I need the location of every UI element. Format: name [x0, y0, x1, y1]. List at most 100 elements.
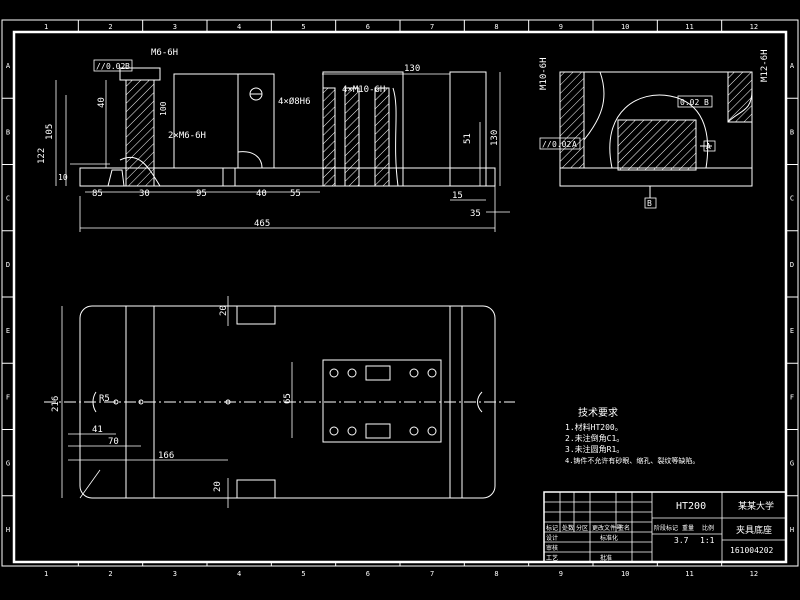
zone-column-label: 2 — [108, 570, 112, 578]
dimension: 122 — [37, 148, 47, 164]
gdt-frame: // 0.02 A — [539, 137, 581, 150]
svg-text:B: B — [647, 199, 652, 208]
hole-label: 4×Ø8H6 — [278, 96, 311, 107]
gdt-frame: 0.02 B — [677, 95, 713, 108]
svg-text:设计: 设计 — [546, 534, 558, 542]
zone-column-label: 8 — [494, 570, 498, 578]
dimension: 130 — [490, 130, 500, 146]
zone-row-label: H — [790, 526, 794, 534]
title-block-text: HT200 某某大学 夹具底座 161004202 3.7 1:1 标记 处数 … — [546, 500, 774, 562]
zone-row-label: E — [790, 327, 794, 335]
side-view-text: M10-6H M12-6H A B 0.02 B // 0.02 A — [539, 49, 770, 209]
dimension: 216 — [51, 396, 61, 412]
svg-text:分区: 分区 — [576, 524, 588, 532]
svg-text://: // — [542, 140, 552, 149]
zone-row-label: H — [6, 526, 10, 534]
side-view — [559, 71, 753, 198]
thread-label: 4×M10-6H — [342, 85, 385, 95]
dimension: 15 — [452, 191, 463, 201]
dimension: 465 — [254, 219, 270, 229]
dimension: 65 — [283, 393, 293, 404]
svg-text:A: A — [572, 140, 577, 149]
zone-column-label: 6 — [366, 570, 370, 578]
datum-a: A — [703, 140, 716, 152]
svg-text:0.02: 0.02 — [680, 98, 699, 107]
title-block — [543, 491, 787, 563]
dimension: 35 — [470, 209, 481, 219]
part-name: 夹具底座 — [736, 524, 772, 536]
thread-label: M12-6H — [760, 49, 770, 82]
zone-row-label: A — [6, 62, 11, 70]
datum-b: B — [644, 197, 657, 209]
dimension: 95 — [196, 189, 207, 199]
svg-text:0.02: 0.02 — [106, 62, 125, 71]
front-view-text: M6-6H 2×M6-6H 4×Ø8H6 4×M10-6H // 0.02 B … — [37, 48, 500, 229]
svg-text:更改文件号: 更改文件号 — [592, 524, 622, 532]
svg-text:重量: 重量 — [682, 524, 694, 532]
zone-row-label: C — [6, 195, 10, 203]
svg-text:批准: 批准 — [600, 554, 612, 562]
zone-row-label: A — [790, 62, 795, 70]
dimension: 105 — [45, 124, 55, 140]
school-name: 某某大学 — [738, 500, 774, 512]
sheet-border — [1, 19, 799, 567]
zone-column-label: 4 — [237, 570, 241, 578]
plan-view-text: 20 216 R5 41 70 166 65 20 — [51, 305, 293, 492]
zone-row-label: F — [790, 393, 794, 401]
svg-text:B: B — [125, 62, 130, 71]
dimension: 100 — [159, 101, 168, 116]
zone-row-label: B — [6, 128, 10, 136]
thread-label: 2×M6-6H — [168, 131, 206, 141]
zone-column-label: 8 — [494, 23, 498, 31]
zone-column-label: 5 — [301, 23, 305, 31]
thread-label: M10-6H — [539, 57, 549, 90]
svg-text:工艺: 工艺 — [546, 554, 558, 562]
svg-text:标记: 标记 — [546, 524, 558, 532]
zone-row-label: G — [6, 460, 10, 468]
dimension: 130 — [404, 64, 420, 74]
drawing-number: 161004202 — [730, 546, 774, 555]
dimension: 20 — [213, 481, 223, 492]
left-upright-section — [125, 79, 155, 187]
gdt-frame: // 0.02 B — [93, 59, 133, 72]
zone-column-label: 6 — [366, 23, 370, 31]
zone-column-label: 7 — [430, 23, 434, 31]
svg-text:0.02: 0.02 — [552, 140, 571, 149]
zone-column-label: 1 — [44, 23, 48, 31]
dimension: 41 — [92, 425, 103, 435]
zone-column-label: 3 — [173, 570, 177, 578]
weight: 3.7 — [674, 536, 689, 545]
zone-column-label: 1 — [44, 570, 48, 578]
svg-text:A: A — [706, 142, 711, 151]
dimension: 166 — [158, 451, 174, 461]
technical-notes: 技术要求 1.材料HT200。 2.未注倒角C1。 3.未注圆角R1。 4.铸件… — [565, 406, 699, 465]
material: HT200 — [676, 501, 706, 512]
svg-text:阶段标记: 阶段标记 — [654, 524, 678, 532]
zone-column-label: 11 — [685, 23, 693, 31]
dimension: R5 — [99, 394, 110, 404]
zone-row-label: F — [6, 393, 10, 401]
zone-row-label: C — [790, 195, 794, 203]
front-view-dimensions — [55, 72, 510, 232]
dimension: 20 — [219, 305, 229, 316]
svg-text:处数: 处数 — [562, 524, 574, 532]
front-view — [79, 67, 496, 187]
zone-column-label: 7 — [430, 570, 434, 578]
section-boss — [617, 119, 697, 171]
svg-text:B: B — [704, 98, 709, 107]
dimension: 40 — [256, 189, 267, 199]
zone-column-label: 12 — [750, 23, 758, 31]
note-line: 2.未注倒角C1。 — [565, 433, 624, 443]
zone-column-label: 9 — [559, 570, 563, 578]
zone-column-label: 12 — [750, 570, 758, 578]
zone-column-label: 2 — [108, 23, 112, 31]
dimension: 85 — [92, 189, 103, 199]
plan-view-dimensions — [61, 296, 293, 508]
note-line: 1.材料HT200。 — [565, 422, 623, 432]
dimension: 10 — [58, 173, 68, 182]
zone-row-label: G — [790, 460, 794, 468]
zone-column-label: 11 — [685, 570, 693, 578]
plan-view — [44, 305, 515, 499]
svg-text:审核: 审核 — [546, 544, 558, 552]
